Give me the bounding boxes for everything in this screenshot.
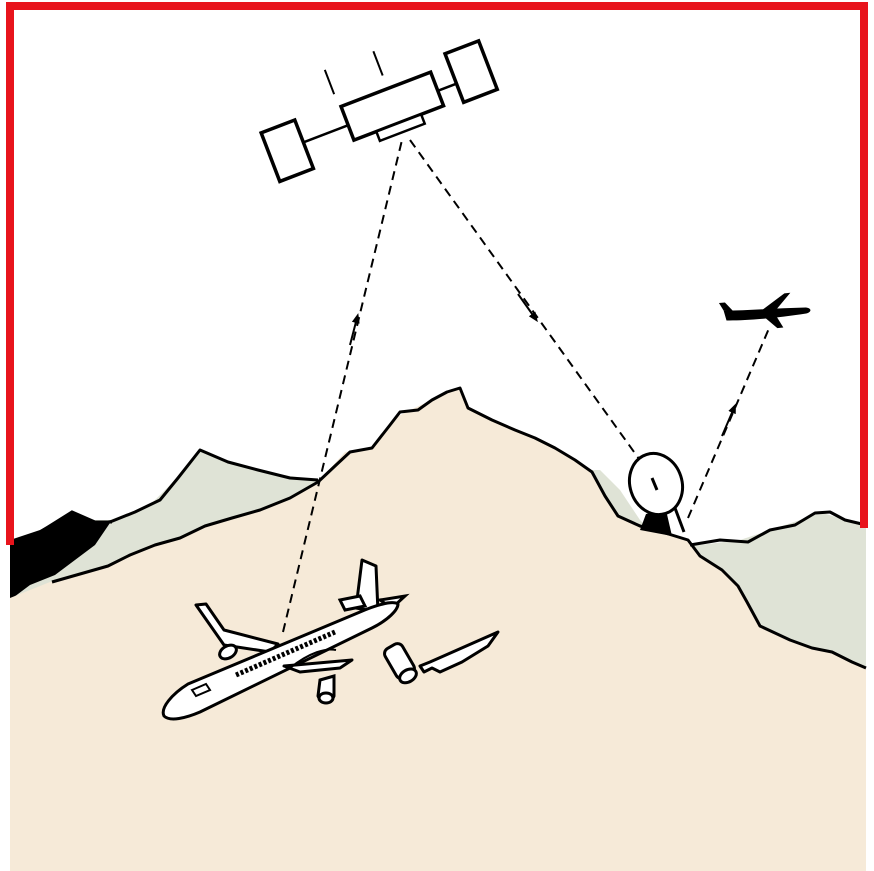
illustration-svg [0, 0, 874, 871]
illustration-canvas [0, 0, 874, 871]
